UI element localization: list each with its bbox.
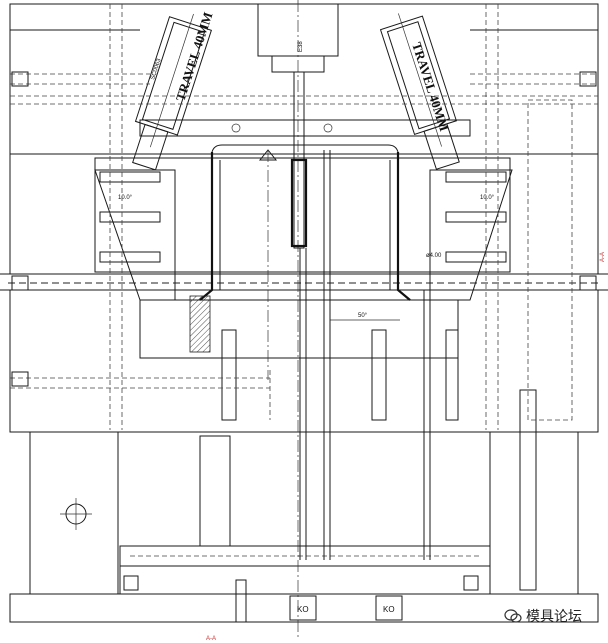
cooling-lines: [10, 4, 598, 430]
left-slide: 10.0°: [94, 169, 211, 353]
ko-right-label: KO: [383, 605, 395, 614]
stamp-label: E38: [298, 41, 304, 52]
right-slide: 10.0° ø4.00: [426, 169, 513, 301]
bolts: [11, 71, 597, 591]
watermark: 模具论坛: [504, 606, 582, 626]
right-cylinder: TRAVEL 40MM: [379, 13, 460, 170]
ejector-plates: [119, 545, 491, 595]
watermark-text: 模具论坛: [526, 609, 582, 625]
ejector-pins: [221, 150, 537, 623]
support-plate-and-ejector-housing: [29, 431, 579, 595]
angle-left-label: 10.0°: [118, 195, 133, 201]
bottom-clamp-plate: [9, 593, 599, 623]
datum-symbol: [60, 498, 92, 530]
wechat-icon: [504, 609, 522, 623]
section-mark-right: A-A: [600, 252, 606, 262]
ko-left-label: KO: [297, 605, 309, 614]
angle-center-label: 50°: [358, 313, 368, 319]
angle-right-label: 10.0°: [480, 195, 495, 201]
center-angle: 50°: [330, 313, 400, 321]
ko-boxes: KO KO: [289, 595, 403, 621]
sprue-bushing: E38: [257, 0, 339, 640]
diameter-label: ø4.00: [426, 253, 442, 259]
retainer-bar: [10, 95, 598, 137]
left-cylinder: TRAVEL 40MM SC0063: [132, 10, 215, 171]
section-mark-bottom: A-A: [206, 636, 216, 642]
parting-line: [0, 273, 608, 291]
core-plate: [9, 289, 599, 433]
